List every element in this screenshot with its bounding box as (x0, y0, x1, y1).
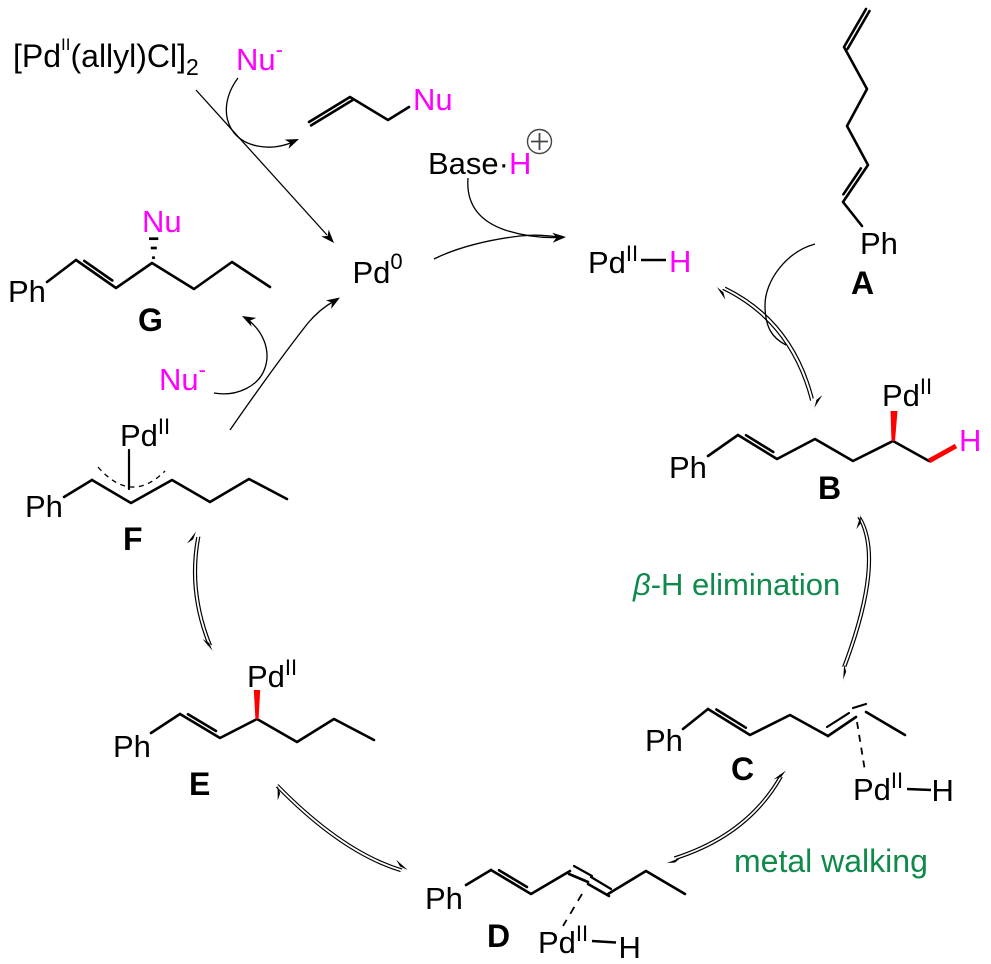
svg-text:Nu: Nu (413, 82, 453, 117)
svg-text:PdII: PdII (120, 414, 170, 453)
svg-text:Nu-: Nu- (159, 357, 206, 397)
svg-text:Base·H: Base·H (428, 146, 531, 181)
svg-text:H: H (932, 773, 954, 808)
svg-text:[PdII(allyl)Cl]2: [PdII(allyl)Cl]2 (13, 35, 199, 80)
svg-text:B: B (818, 470, 841, 506)
svg-text:Ph: Ph (645, 723, 683, 758)
svg-text:H: H (669, 244, 691, 279)
svg-text:H: H (959, 423, 981, 458)
svg-text:β-H elimination: β-H elimination (632, 567, 840, 602)
svg-text:metal walking: metal walking (734, 843, 928, 879)
svg-text:Pd0: Pd0 (353, 249, 403, 290)
svg-text:PdII: PdII (588, 241, 638, 280)
svg-text:Ph: Ph (669, 450, 707, 485)
svg-text:Ph: Ph (425, 881, 463, 916)
svg-text:Nu: Nu (142, 204, 182, 239)
svg-text:Ph: Ph (113, 729, 151, 764)
svg-text:G: G (138, 302, 163, 338)
svg-text:D: D (487, 918, 510, 954)
svg-text:C: C (731, 751, 754, 787)
svg-text:Ph: Ph (25, 489, 63, 524)
svg-text:E: E (189, 766, 210, 802)
svg-text:H: H (619, 930, 641, 964)
svg-text:F: F (123, 521, 143, 557)
svg-text:Ph: Ph (8, 274, 46, 309)
svg-text:PdII: PdII (882, 374, 932, 413)
svg-text:PdII: PdII (538, 921, 588, 960)
svg-text:Nu-: Nu- (236, 37, 283, 77)
svg-text:PdII: PdII (853, 768, 903, 807)
svg-text:A: A (851, 265, 874, 301)
svg-text:PdII: PdII (247, 655, 297, 694)
svg-text:Ph: Ph (860, 226, 898, 261)
